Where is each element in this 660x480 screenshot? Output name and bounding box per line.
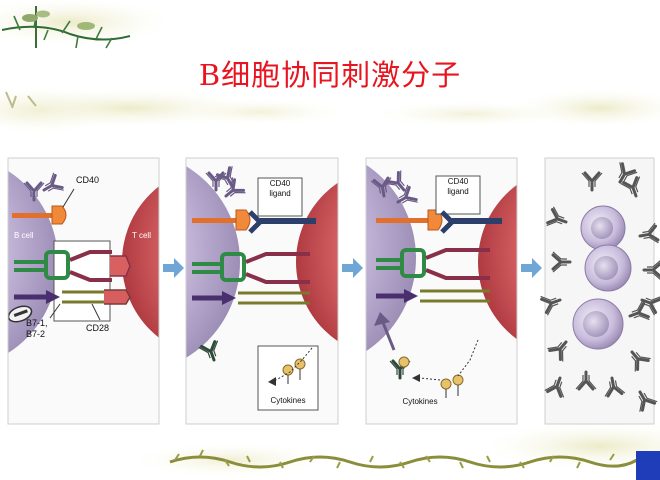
cytokines-label: Cytokines — [402, 397, 437, 406]
step-arrow-icon — [521, 258, 542, 278]
b-cell-label: B cell — [14, 231, 34, 240]
decoration-bottom-vine — [140, 424, 660, 476]
step-arrow-icon — [342, 258, 363, 278]
cd40-ligand-label-line1: CD40 — [448, 177, 469, 186]
step-arrow-icon — [163, 258, 184, 278]
panel-1: CD40 B cell T cell B7-1, B7-2 CD28 — [7, 157, 160, 425]
t-cell-body — [122, 186, 159, 338]
panel-4 — [539, 157, 660, 425]
slide-title: B细胞协同刺激分子 — [198, 58, 462, 92]
panel-3: CD40 ligand Cytokines — [365, 157, 518, 425]
cd40-label: CD40 — [76, 175, 99, 185]
decoration-top-left — [0, 0, 165, 49]
cd40-ligand-label-line1: CD40 — [270, 179, 291, 188]
b7-2-label: B7-2 — [26, 329, 45, 339]
cd40-ligand-label-line2: ligand — [447, 187, 468, 196]
cd28-label: CD28 — [86, 323, 109, 333]
panel-2: CD40 ligand Cytokines — [185, 157, 339, 425]
decoration-left-band — [0, 88, 340, 132]
t-cell-label: T cell — [132, 231, 151, 240]
cytokines-label: Cytokines — [270, 396, 305, 405]
corner-square — [636, 451, 660, 480]
decoration-right-band — [380, 90, 660, 126]
cd40-ligand-label-line2: ligand — [269, 189, 290, 198]
b7-1-label: B7-1, — [26, 318, 48, 328]
